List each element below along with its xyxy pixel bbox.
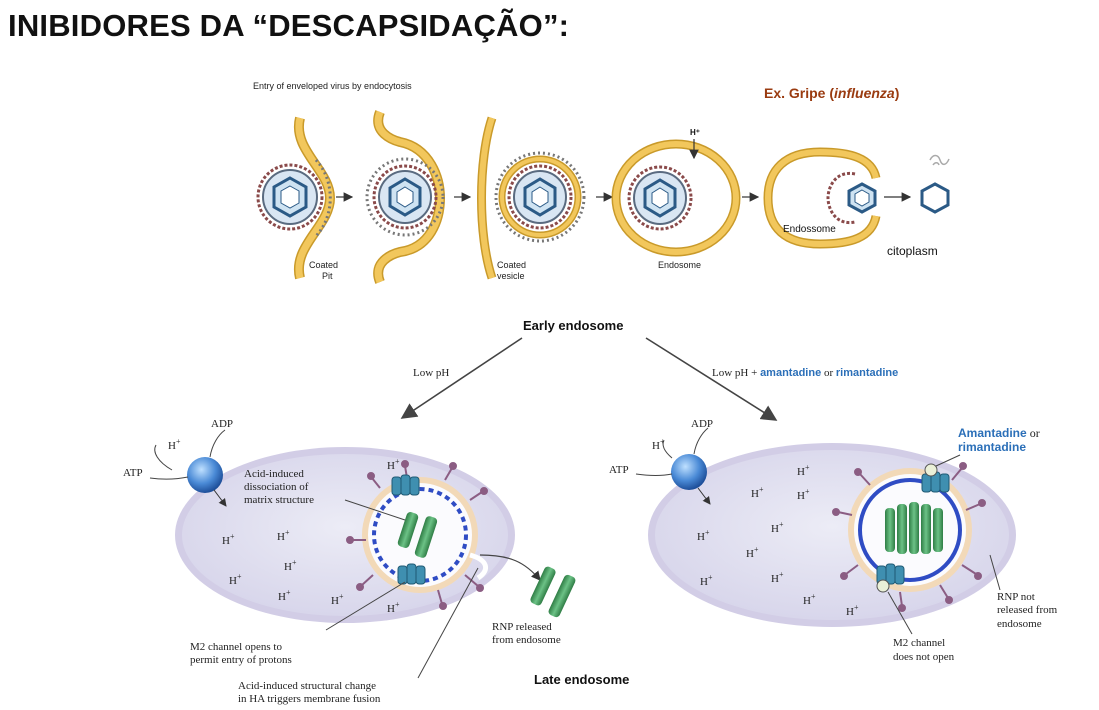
svg-text:in HA triggers membrane fusion: in HA triggers membrane fusion (238, 693, 381, 705)
svg-text:citoplasm: citoplasm (887, 244, 938, 258)
svg-text:H+: H+ (387, 600, 400, 615)
svg-text:H+: H+ (277, 528, 290, 543)
svg-text:H+: H+ (229, 572, 242, 587)
svg-text:ATP: ATP (123, 467, 143, 479)
late-endosome-label: Late endosome (534, 672, 629, 687)
stage-coated-pit: Coated Pit (256, 116, 338, 281)
low-ph-label: Low pH (413, 367, 449, 379)
svg-text:vesicle: vesicle (497, 271, 525, 281)
entry-heading: Entry of enveloped virus by endocytosis (253, 81, 412, 91)
svg-text:M2 channel: M2 channel (893, 637, 945, 649)
svg-text:H⁺: H⁺ (690, 128, 700, 137)
page-title: INIBIDORES DA “DESCAPSIDAÇÃO”: (8, 8, 570, 43)
left-endosome: ADP H+ ATP H+ H+ H+ H+ H+ H+ H+ H+ Acid-… (123, 418, 576, 705)
svg-text:Acid-induced: Acid-induced (244, 468, 304, 480)
svg-text:does not open: does not open (893, 651, 955, 663)
svg-text:H+: H+ (746, 545, 759, 560)
low-ph-drug-label: Low pH + amantadine or rimantadine (712, 367, 898, 379)
svg-text:Endossome: Endossome (783, 224, 836, 235)
amantadine-label: Amantadine or (958, 426, 1040, 440)
svg-text:H+: H+ (700, 573, 713, 588)
svg-text:permit entry of protons: permit entry of protons (190, 654, 292, 666)
svg-text:H+: H+ (331, 592, 344, 607)
svg-text:released from: released from (997, 604, 1058, 616)
bottom-panel: Early endosome Low pH Low pH + amantadin… (123, 318, 1058, 705)
svg-text:Coated: Coated (309, 260, 338, 270)
svg-text:Acid-induced structural change: Acid-induced structural change (238, 680, 376, 692)
svg-text:rimantadine: rimantadine (958, 440, 1026, 454)
svg-text:H+: H+ (803, 592, 816, 607)
svg-text:Endosome: Endosome (658, 260, 701, 270)
svg-text:H+: H+ (168, 437, 181, 452)
svg-text:ADP: ADP (691, 418, 713, 430)
svg-text:from endosome: from endosome (492, 634, 561, 646)
stage-coated-vesicle: Coated vesicle (477, 116, 586, 281)
svg-text:matrix structure: matrix structure (244, 494, 314, 506)
svg-text:H+: H+ (771, 520, 784, 535)
svg-text:RNP not: RNP not (997, 591, 1035, 603)
svg-text:endosome: endosome (997, 618, 1042, 630)
svg-text:H+: H+ (697, 528, 710, 543)
svg-text:H+: H+ (797, 487, 810, 502)
example-label: Ex. Gripe (influenza) (764, 85, 899, 101)
svg-text:H+: H+ (652, 437, 665, 452)
stage-invagination (365, 110, 446, 284)
svg-text:M2 channel opens to: M2 channel opens to (190, 641, 282, 653)
svg-text:dissociation of: dissociation of (244, 481, 309, 493)
svg-text:H+: H+ (751, 485, 764, 500)
svg-text:H+: H+ (846, 603, 859, 618)
svg-text:ADP: ADP (211, 418, 233, 430)
early-endosome-label: Early endosome (523, 318, 623, 333)
stage-fusion: Endossome (763, 147, 881, 249)
svg-text:H+: H+ (278, 588, 291, 603)
stage-released-capsid: citoplasm (887, 154, 950, 258)
svg-text:RNP released: RNP released (492, 621, 552, 633)
svg-text:Pit: Pit (322, 271, 333, 281)
top-panel: Entry of enveloped virus by endocytosis … (253, 81, 950, 284)
svg-text:H+: H+ (387, 457, 400, 472)
svg-text:H+: H+ (771, 570, 784, 585)
svg-text:H+: H+ (797, 463, 810, 478)
svg-text:Coated: Coated (497, 260, 526, 270)
svg-text:ATP: ATP (609, 464, 629, 476)
svg-text:H+: H+ (284, 558, 297, 573)
right-endosome: ADP H+ ATP H+ H+ H+ H+ H+ H+ H+ H+ H+ H+… (609, 418, 1058, 663)
svg-text:H+: H+ (222, 532, 235, 547)
stage-endosome: H⁺ Endosome (611, 128, 741, 270)
